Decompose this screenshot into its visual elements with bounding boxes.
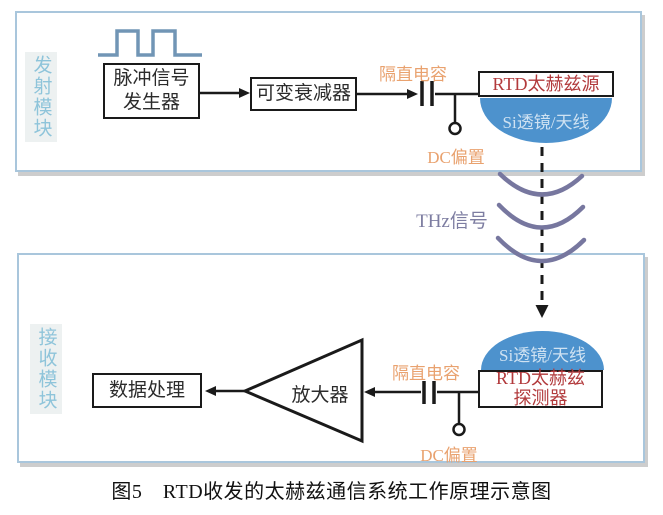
data-processing-box: 数据处理 (92, 373, 202, 408)
data-processing-label: 数据处理 (108, 379, 185, 401)
rtd-detector-label-line2: 探测器 (513, 388, 568, 408)
rtd-detector-box: RTD太赫兹 探测器 (478, 368, 603, 408)
wire-amplifier-to-dataproc (205, 386, 245, 396)
receiver-module-label: 接收模块 (30, 324, 62, 414)
wire-capacitor-to-amplifier (364, 387, 421, 397)
amplifier-triangle-icon (241, 337, 364, 444)
rtd-source-box: RTD太赫兹源 (478, 71, 614, 97)
arrowhead-left-icon (205, 386, 216, 396)
transmitter-module-label: 发射模块 (25, 52, 57, 142)
amplifier-label: 放大器 (291, 385, 349, 406)
arrowhead-right-icon (407, 89, 418, 99)
rtd-source-label: RTD太赫兹源 (492, 73, 600, 94)
arrowhead-right-icon (239, 88, 250, 98)
wire-generator-to-attenuator (199, 88, 250, 98)
pulse-generator-label-line2: 发生器 (122, 92, 180, 113)
pulse-generator-box: 脉冲信号 发生器 (103, 63, 200, 119)
capacitor-icon-tx (420, 81, 434, 106)
variable-attenuator-box: 可变衰减器 (250, 77, 357, 111)
arrowhead-down-icon (535, 305, 549, 318)
capacitor-icon-rx (422, 381, 436, 404)
dc-bias-terminal-icon-tx (448, 121, 462, 136)
dc-bias-terminal-icon-rx (452, 422, 466, 437)
wire-attenuator-to-capacitor (356, 89, 418, 99)
wire-capacitor-to-source (435, 92, 478, 136)
dashed-down-arrow-icon (535, 147, 549, 318)
dc-block-label-tx: 隔直电容 (379, 65, 447, 84)
thz-signal-label: THz信号 (416, 211, 488, 232)
dc-block-label-rx: 隔直电容 (392, 364, 460, 383)
wire-detector-to-capacitor (437, 390, 478, 437)
figure-caption: 图5 RTD收发的太赫兹通信系统工作原理示意图 (111, 481, 552, 503)
pulse-generator-label-line1: 脉冲信号 (113, 68, 190, 90)
si-lens-antenna-label-rx: Si透镜/天线 (499, 346, 586, 365)
dc-bias-label-tx: DC偏置 (427, 148, 485, 167)
arrowhead-left-icon (364, 387, 375, 397)
si-lens-antenna-label-tx: Si透镜/天线 (502, 113, 590, 132)
thz-wavefronts-icon (495, 171, 587, 264)
rtd-detector-label-line1: RTD太赫兹 (496, 368, 585, 389)
pulse-waveform-icon (98, 29, 202, 57)
variable-attenuator-label: 可变衰减器 (255, 83, 351, 105)
dc-bias-label-rx: DC偏置 (420, 446, 478, 465)
